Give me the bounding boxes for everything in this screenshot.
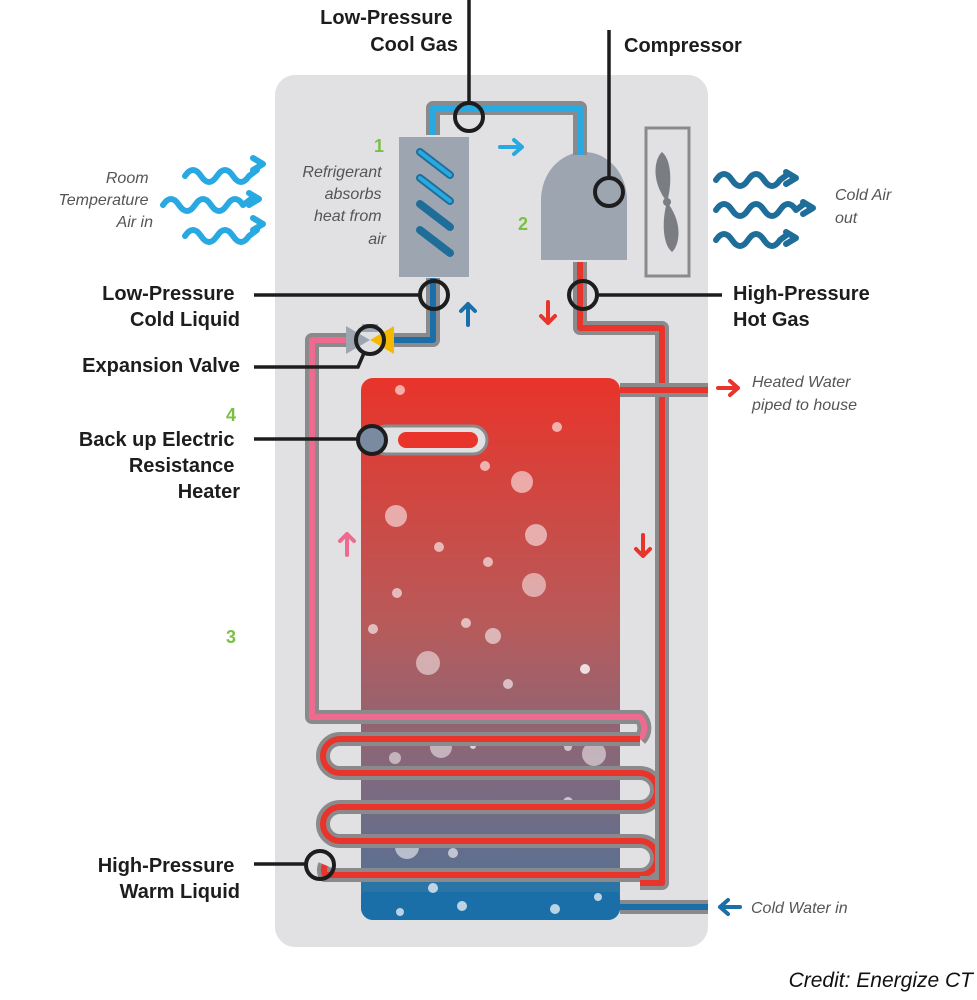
- backup-heater-element: [358, 424, 489, 456]
- note-heated-water: Heated Water piped to house: [751, 374, 857, 414]
- arrow-icon: [459, 302, 477, 327]
- arrow-icon: [716, 379, 740, 397]
- label-low-pressure-cool-gas: Low-Pressure Cool Gas: [320, 7, 458, 56]
- warm-liquid-pipe: [305, 333, 652, 744]
- room-air-waves: [160, 155, 266, 245]
- wave-arrow-icon: [713, 229, 799, 249]
- label-high-pressure-hot-gas: High-Pressure Hot Gas: [733, 283, 875, 331]
- step-number-3: 3: [226, 627, 236, 647]
- step-number-1: 1: [374, 136, 384, 156]
- image-credit: Credit: Energize CT: [789, 969, 976, 992]
- arrow-icon: [498, 138, 524, 156]
- label-backup-heater: Back up Electric Resistance Heater: [79, 429, 240, 503]
- label-expansion-valve: Expansion Valve: [82, 355, 240, 377]
- arrow-icon: [338, 532, 356, 557]
- label-compressor: Compressor: [624, 35, 742, 57]
- evaporator-coil: [399, 137, 469, 277]
- hot-gas-pipe: [573, 262, 669, 890]
- cold-air-waves: [713, 169, 816, 249]
- wave-arrow-icon: [182, 215, 266, 245]
- water-tank: [361, 378, 620, 920]
- flow-arrows: [338, 138, 742, 916]
- wave-arrow-icon: [160, 190, 262, 214]
- fan-icon: [644, 126, 691, 278]
- arrow-icon: [718, 898, 742, 916]
- note-cold-air-out: Cold Air out: [835, 187, 896, 227]
- cool-gas-pipe: [426, 101, 587, 155]
- cold-liquid-pipe: [385, 278, 440, 347]
- arrow-icon: [539, 300, 557, 325]
- label-low-pressure-cold-liquid: Low-Pressure Cold Liquid: [102, 283, 240, 331]
- wave-arrow-icon: [713, 169, 799, 189]
- arrow-icon: [634, 533, 652, 558]
- callout-circles: [304, 101, 625, 881]
- step-number-4: 4: [226, 405, 236, 425]
- note-room-air-in: Room Temperature Air in: [58, 170, 153, 231]
- callout-lines: [254, 0, 722, 866]
- wave-arrow-icon: [182, 155, 266, 185]
- wave-arrow-icon: [713, 199, 816, 219]
- note-cold-water-in: Cold Water in: [751, 900, 848, 917]
- note-refrigerant-absorbs: Refrigerant absorbs heat from air: [302, 164, 386, 248]
- water-bubbles: [368, 385, 606, 916]
- step-number-2: 2: [518, 214, 528, 234]
- label-high-pressure-warm-liquid: High-Pressure Warm Liquid: [98, 855, 240, 903]
